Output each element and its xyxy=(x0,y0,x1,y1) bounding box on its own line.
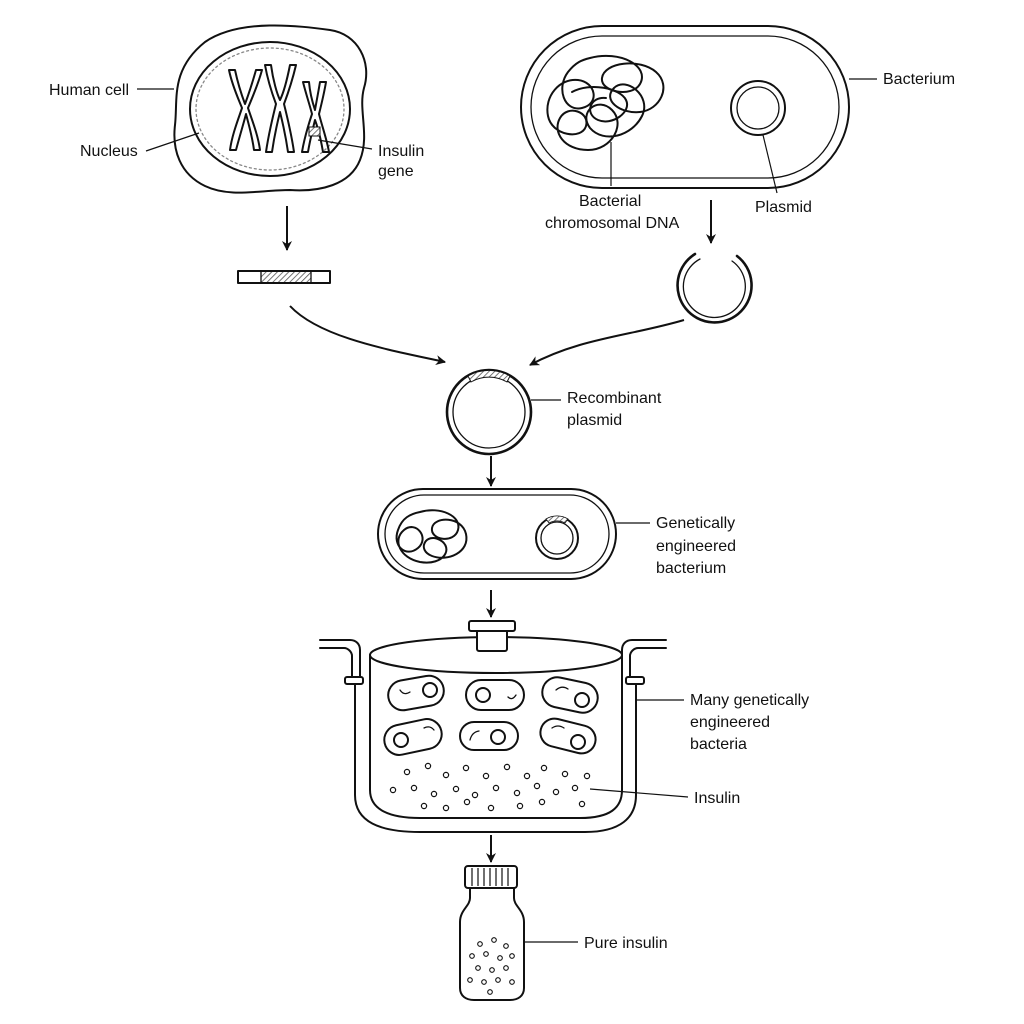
chromosome-3 xyxy=(301,81,330,153)
insulin-gene-label-line1: Insulin xyxy=(378,143,424,160)
engineered-bacterium xyxy=(377,488,617,580)
fermenter-bacterium xyxy=(383,718,443,756)
engineered-bacterium-dna xyxy=(395,509,468,564)
bacterial-chromosomal-dna xyxy=(546,54,665,151)
insulin-vial xyxy=(459,865,525,1001)
nucleus-label: Nucleus xyxy=(80,143,138,160)
human-cell xyxy=(173,24,368,194)
fermenter-bacterium xyxy=(459,721,519,751)
plasmid-leader xyxy=(762,134,778,194)
bacterium-label: Bacterium xyxy=(883,71,955,88)
cut-plasmid xyxy=(676,252,753,324)
fermenter-bacterium xyxy=(541,676,599,714)
arrow-plasmid-to-recombinant xyxy=(529,319,685,366)
insulin-molecules xyxy=(389,762,591,812)
fermenter-bacterium xyxy=(465,679,525,711)
plasmid xyxy=(730,80,786,136)
chromosome-1 xyxy=(228,69,263,151)
bacterial-dna-label-line1: Bacterial xyxy=(579,193,641,210)
many-bacteria-label-line2: engineered xyxy=(690,714,770,731)
bacterium xyxy=(520,25,850,189)
fermenter xyxy=(319,620,667,833)
engineered-bacterium-label-line2: engineered xyxy=(656,538,736,555)
fermenter-bacterium xyxy=(387,674,445,712)
insulin-gene-label-line2: gene xyxy=(378,163,414,180)
insulin-label: Insulin xyxy=(694,790,740,807)
bacterial-dna-label-line2: chromosomal DNA xyxy=(545,215,680,232)
pure-insulin-particles xyxy=(467,937,515,995)
plasmid-label: Plasmid xyxy=(755,199,812,216)
recombinant-plasmid xyxy=(445,368,533,456)
pure-insulin-label: Pure insulin xyxy=(584,935,668,952)
fermenter-bacteria xyxy=(383,674,599,756)
insulin-leader xyxy=(589,788,689,798)
vial-cap xyxy=(464,865,518,889)
fermenter-bacterium xyxy=(539,717,597,755)
nucleus xyxy=(189,41,351,177)
arrow-gene-to-recombinant xyxy=(289,305,446,365)
recombinant-plasmid-label-line2: plasmid xyxy=(567,412,622,429)
insulin-gene-leader xyxy=(317,139,373,150)
nucleus-leader xyxy=(145,132,200,152)
many-bacteria-label-line3: bacteria xyxy=(690,736,747,753)
engineered-bacterium-label-line3: bacterium xyxy=(656,560,726,577)
engineered-plasmid xyxy=(535,515,579,560)
chromosomes xyxy=(228,64,330,153)
chromosome-2 xyxy=(264,64,297,153)
engineered-bacterium-label-line1: Genetically xyxy=(656,515,735,532)
insulin-gene-fragment xyxy=(237,270,331,284)
human-cell-label: Human cell xyxy=(49,82,129,99)
recombinant-plasmid-label-line1: Recombinant xyxy=(567,390,662,407)
many-bacteria-label-line1: Many genetically xyxy=(690,692,809,709)
